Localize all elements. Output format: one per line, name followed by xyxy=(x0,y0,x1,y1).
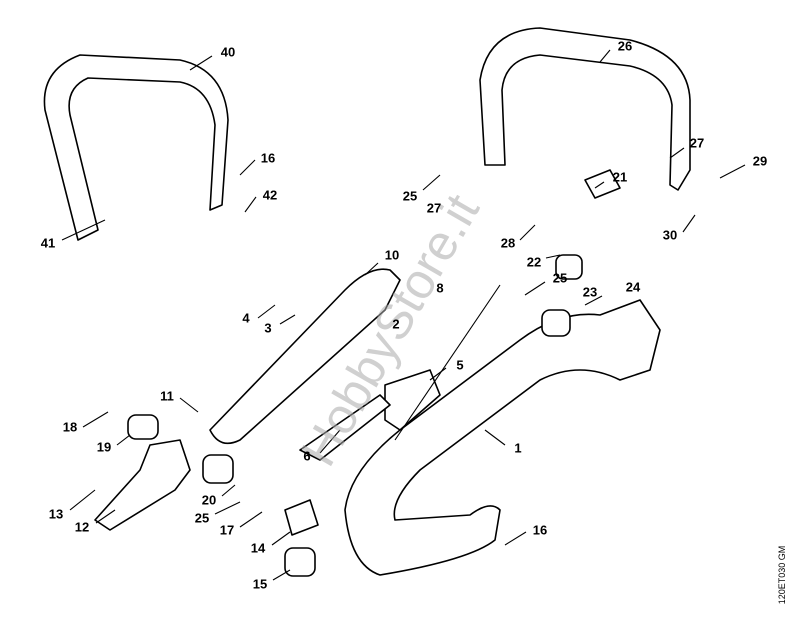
callout-17: 17 xyxy=(219,522,235,538)
buffer-23 xyxy=(541,309,571,337)
callout-12: 12 xyxy=(74,519,90,535)
callout-27: 27 xyxy=(689,135,705,151)
callout-24: 24 xyxy=(625,279,641,295)
callout-29: 29 xyxy=(752,153,768,169)
handlebar-40 xyxy=(43,54,229,241)
callout-20: 20 xyxy=(201,492,217,508)
callout-1: 1 xyxy=(514,440,522,456)
callout-28: 28 xyxy=(500,235,516,251)
callout-30: 30 xyxy=(662,227,678,243)
bracket-21 xyxy=(584,169,621,199)
lever-5 xyxy=(384,369,441,431)
callout-13: 13 xyxy=(48,506,64,522)
leader-lines xyxy=(61,49,746,581)
lever-6 xyxy=(299,394,391,461)
callout-18: 18 xyxy=(62,419,78,435)
callout-25: 25 xyxy=(402,188,418,204)
buffer-19 xyxy=(127,414,159,440)
callout-3: 3 xyxy=(264,320,272,336)
bracket-14 xyxy=(284,499,319,536)
callout-8: 8 xyxy=(436,280,444,296)
callout-4: 4 xyxy=(242,310,250,326)
rod-8 xyxy=(394,284,501,441)
buffer-22 xyxy=(555,254,583,280)
callout-25: 25 xyxy=(552,270,568,286)
callout-19: 19 xyxy=(96,439,112,455)
callout-22: 22 xyxy=(526,254,542,270)
callout-23: 23 xyxy=(582,284,598,300)
buffer-15 xyxy=(284,547,316,577)
callout-15: 15 xyxy=(252,576,268,592)
diagram-code: 120ET030 GM xyxy=(777,545,787,605)
callout-21: 21 xyxy=(612,169,628,185)
callout-16: 16 xyxy=(260,150,276,166)
guard-10 xyxy=(209,268,401,445)
callout-26: 26 xyxy=(617,38,633,54)
callout-16: 16 xyxy=(532,522,548,538)
callout-11: 11 xyxy=(160,388,174,404)
callout-6: 6 xyxy=(303,448,311,464)
callout-5: 5 xyxy=(456,357,464,373)
callout-14: 14 xyxy=(250,540,266,556)
callout-10: 10 xyxy=(384,247,400,263)
callout-40: 40 xyxy=(220,44,236,60)
callout-2: 2 xyxy=(392,316,400,332)
bracket-12 xyxy=(94,439,191,531)
handlebar-26 xyxy=(479,27,691,191)
callout-25: 25 xyxy=(194,510,210,526)
buffer-20 xyxy=(202,454,234,484)
callout-41: 41 xyxy=(40,235,56,251)
callout-42: 42 xyxy=(262,187,278,203)
callout-27: 27 xyxy=(426,200,442,216)
rear-handle-1 xyxy=(344,299,661,576)
